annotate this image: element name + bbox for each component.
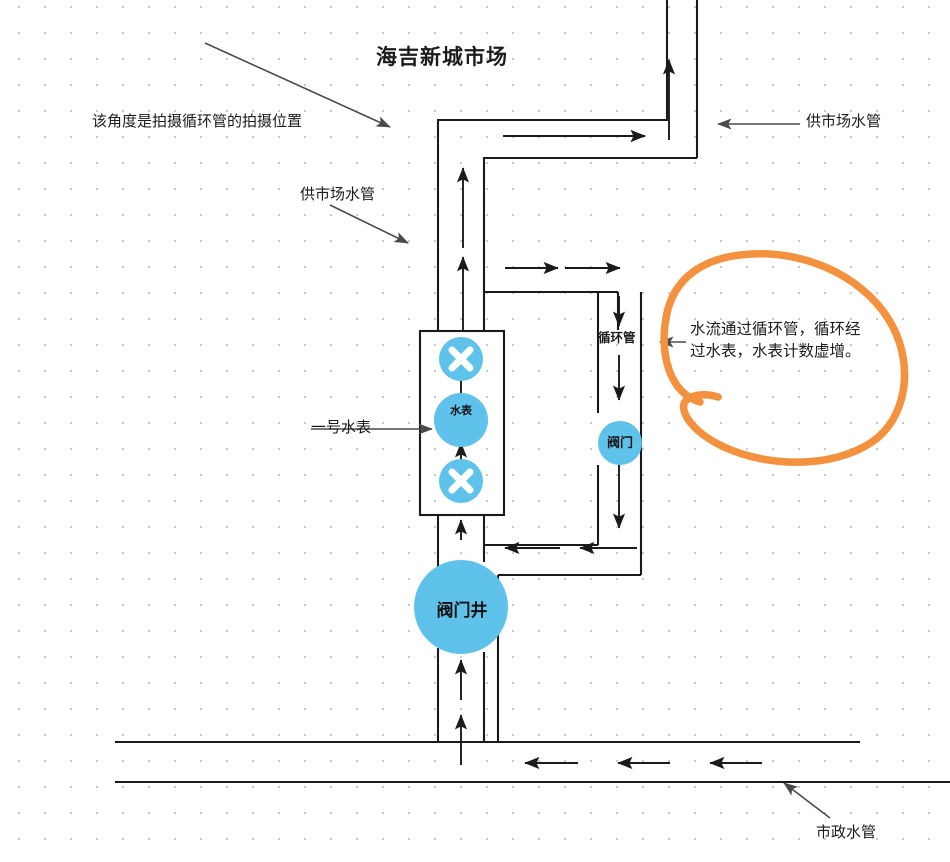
circulation-pipe-label: 循环管 [598, 330, 636, 345]
nodes [414, 337, 642, 654]
orange-callout-circle [660, 250, 909, 466]
supply-pipe-label-left: 供市场水管 [300, 185, 376, 203]
page-title: 海吉新城市场 [376, 45, 508, 69]
valve-well-icon[interactable] [414, 560, 508, 654]
municipal-pipe-label: 市政水管 [816, 823, 877, 841]
leader-camera-note [204, 42, 391, 128]
x-valve-icon-bottom[interactable] [439, 459, 483, 503]
meter-box [418, 329, 506, 517]
flow-arrows [454, 59, 762, 770]
label-leaders [204, 42, 831, 819]
pipe-upper-supply-inner [482, 156, 697, 332]
water-meter-icon[interactable] [434, 393, 488, 447]
supply-pipe-label-right: 供市场水管 [806, 112, 882, 130]
orange-callout-text: 水流通过循环管，循环经 过水表，水表计数虚增。 [690, 320, 861, 361]
leader-municipal [783, 782, 831, 819]
x-valve-icon-top[interactable] [439, 337, 483, 381]
meter-no1-label: 一号水表 [311, 418, 372, 436]
valve-icon-circulation[interactable] [598, 421, 642, 465]
leader-supply-left [329, 204, 409, 244]
camera-position-note: 该角度是拍摄循环管的拍摄位置 [92, 112, 303, 130]
